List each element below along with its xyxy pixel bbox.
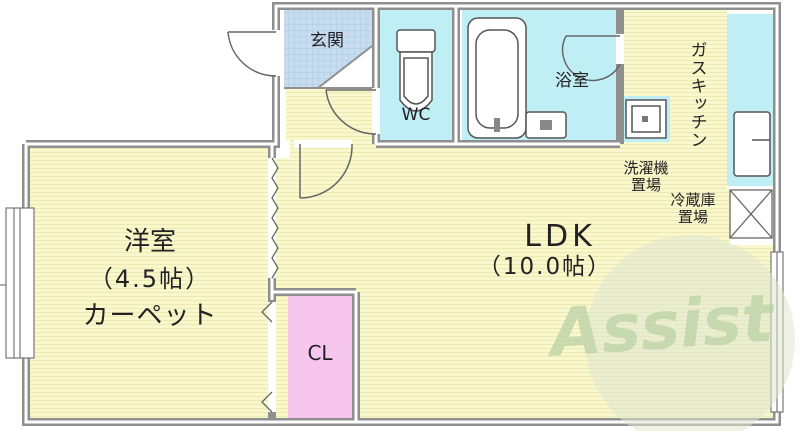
living-floor <box>30 10 773 418</box>
bedroom-window <box>0 207 35 359</box>
bath-door <box>561 34 624 82</box>
corridor-door <box>294 140 353 199</box>
bath-label: 浴室 <box>555 71 589 91</box>
wc-label: WC <box>401 105 431 125</box>
assist-watermark-logo: Assist <box>543 235 795 431</box>
corridor-floor <box>286 88 372 140</box>
closet-floor <box>288 295 352 418</box>
front-door <box>227 30 284 77</box>
closet-label: CL <box>307 341 333 365</box>
kitchen-sink-fixture <box>733 111 771 177</box>
entrance-label: 玄関 <box>310 31 344 51</box>
washer-fixture <box>625 99 667 139</box>
bedroom-folding-door <box>268 157 279 279</box>
washer-space-label: 洗濯機 置場 <box>623 159 669 195</box>
entrance-diagonal <box>317 45 373 89</box>
watermark-text: Assist <box>543 279 778 372</box>
western-room-name-label: 洋室 <box>123 227 176 257</box>
bathtub-fixture <box>467 17 567 139</box>
western-room-floor-label: カーペット <box>82 301 218 331</box>
western-room-size-label: （4.5帖） <box>88 265 212 293</box>
fridge-space-label: 冷蔵庫 置場 <box>670 191 716 227</box>
closet-doors <box>261 301 276 413</box>
wc-door <box>325 88 380 135</box>
wall-cores <box>24 4 779 424</box>
gas-kitchen-label: ガスキッチン <box>686 41 707 149</box>
ldk-name-label: LDK <box>524 219 596 254</box>
toilet-fixture <box>396 29 436 112</box>
fridge-fixture <box>729 189 773 239</box>
ldk-size-label: （10.0帖） <box>477 254 613 280</box>
entrance-floor <box>284 10 372 88</box>
